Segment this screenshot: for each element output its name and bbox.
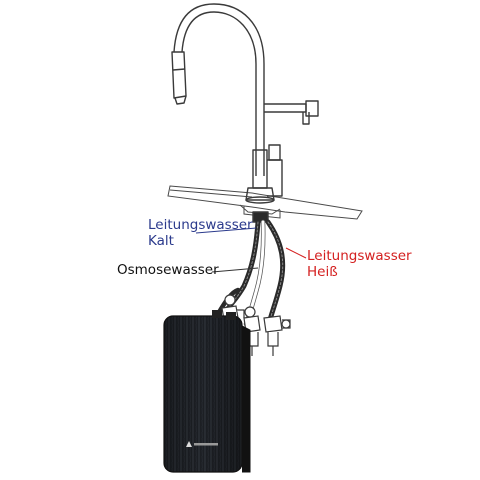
label-cold-line1: Leitungswasser (148, 217, 253, 233)
label-cold-water: Leitungswasser Kalt (148, 217, 253, 249)
osmosis-leader-line (211, 267, 259, 273)
label-leaders (195, 227, 307, 273)
filter-unit-icon (163, 310, 251, 473)
label-cold-line2: Kalt (148, 233, 174, 249)
faucet-icon (171, 3, 319, 223)
cold-leader-line (195, 227, 257, 234)
label-hot-line2: Heiß (307, 264, 338, 280)
label-osmosis-text: Osmosewasser (117, 262, 219, 278)
brand-logo-icon (186, 441, 218, 447)
hot-leader-line (285, 247, 307, 259)
label-osmosis-water: Osmosewasser (117, 262, 219, 278)
label-hot-line1: Leitungswasser (307, 248, 412, 264)
label-hot-water: Leitungswasser Heiß (307, 248, 412, 280)
